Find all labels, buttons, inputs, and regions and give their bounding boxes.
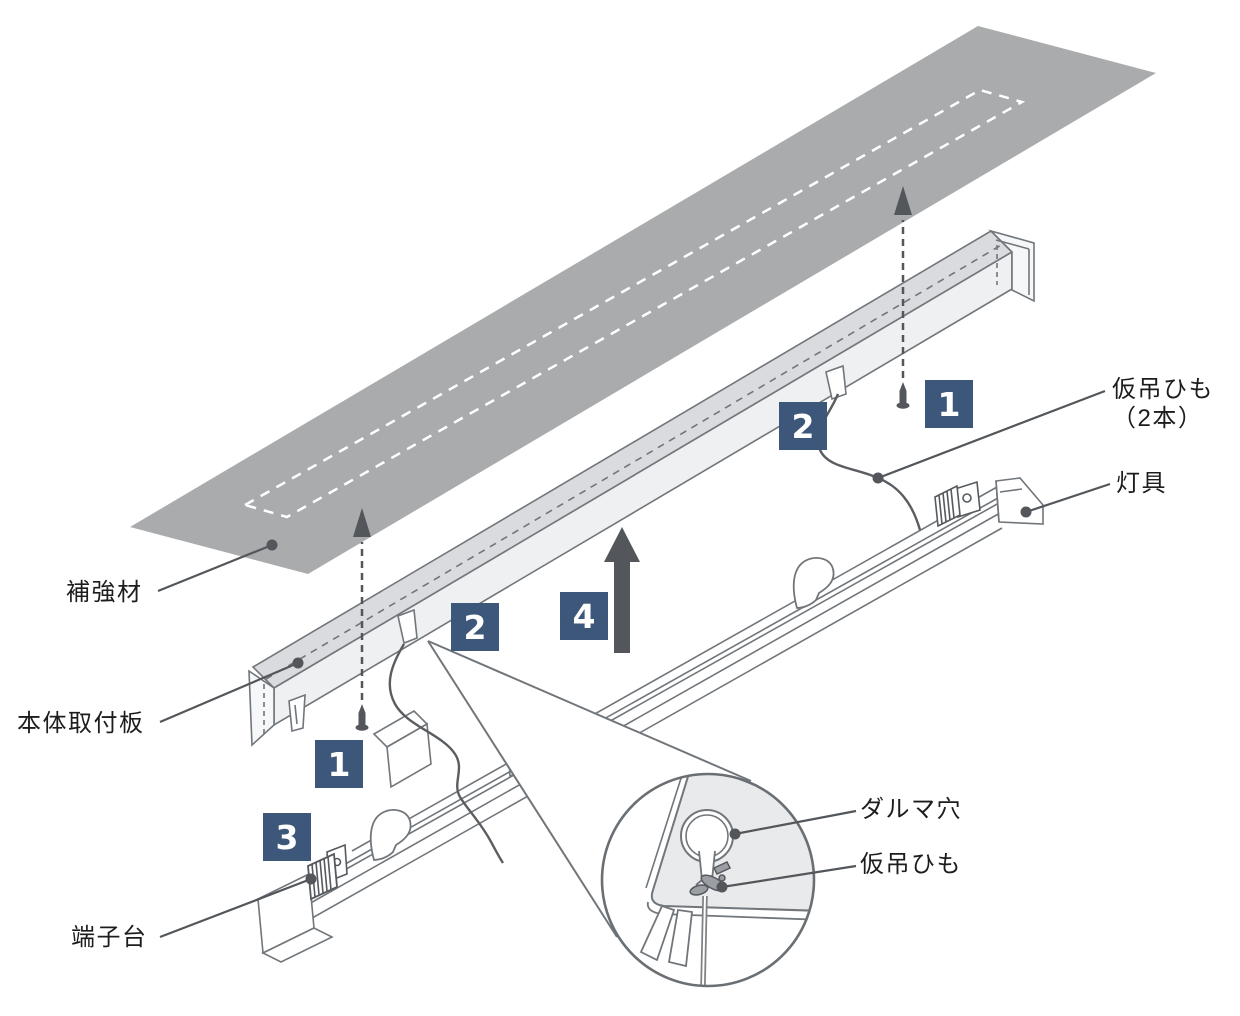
step-badge-2-left: 2 xyxy=(451,603,499,651)
step4-arrow xyxy=(604,527,640,653)
screw-left xyxy=(355,704,369,731)
plate-hook-middle xyxy=(397,608,418,645)
step-badge-1-right: 1 xyxy=(925,380,973,428)
label-fixture: 灯具 xyxy=(1116,470,1167,497)
terminal-block xyxy=(307,843,348,901)
leader-temp-string-detail xyxy=(716,864,857,893)
label-temp-string-top: 仮吊ひも （2本） xyxy=(1112,375,1214,433)
leader-daruma-hole xyxy=(729,809,857,840)
screw-right xyxy=(896,382,910,409)
label-daruma-hole: ダルマ穴 xyxy=(860,796,962,823)
label-reinforcement: 補強材 xyxy=(66,579,143,606)
label-temp-string-top-line1: 仮吊ひも xyxy=(1112,376,1214,403)
spring-clip-right xyxy=(792,557,835,609)
plate-hook-left xyxy=(288,693,306,733)
step-badge-2-right: 2 xyxy=(779,402,827,450)
dashed-arrow-left xyxy=(353,508,371,700)
fixture-end-cap xyxy=(995,477,1044,525)
label-temp-string-detail: 仮吊ひも xyxy=(860,851,962,878)
detail-circle xyxy=(600,772,816,988)
cutout-dashed-outline xyxy=(241,88,1026,519)
plate-right-end xyxy=(988,229,1035,303)
leader-terminal-block xyxy=(159,873,317,939)
leader-temp-string-top xyxy=(872,389,1106,484)
label-temp-string-top-line2: （2本） xyxy=(1112,405,1204,432)
rail-right-connector xyxy=(934,480,981,528)
leader-reinforcement xyxy=(157,539,278,593)
leader-fixture xyxy=(1020,482,1111,518)
detail-string xyxy=(700,895,708,986)
detail-spring-clip xyxy=(639,904,693,968)
spring-clip-left xyxy=(369,809,412,861)
temp-string-left xyxy=(388,643,504,864)
rail-mid-box xyxy=(372,710,432,789)
label-mounting-plate: 本体取付板 xyxy=(17,710,145,737)
label-terminal-block: 端子台 xyxy=(71,924,148,951)
step-badge-1-left: 1 xyxy=(315,740,363,788)
temp-string-right xyxy=(816,393,922,531)
daruma-hole xyxy=(680,809,734,886)
ceiling-panel xyxy=(130,26,1156,574)
step-badge-4: 4 xyxy=(560,592,608,640)
plate-left-end xyxy=(248,669,275,747)
dashed-arrow-right xyxy=(894,186,912,378)
leader-mounting-plate xyxy=(159,657,304,724)
plate-hook-right xyxy=(825,364,847,401)
step-badge-3: 3 xyxy=(263,813,311,861)
